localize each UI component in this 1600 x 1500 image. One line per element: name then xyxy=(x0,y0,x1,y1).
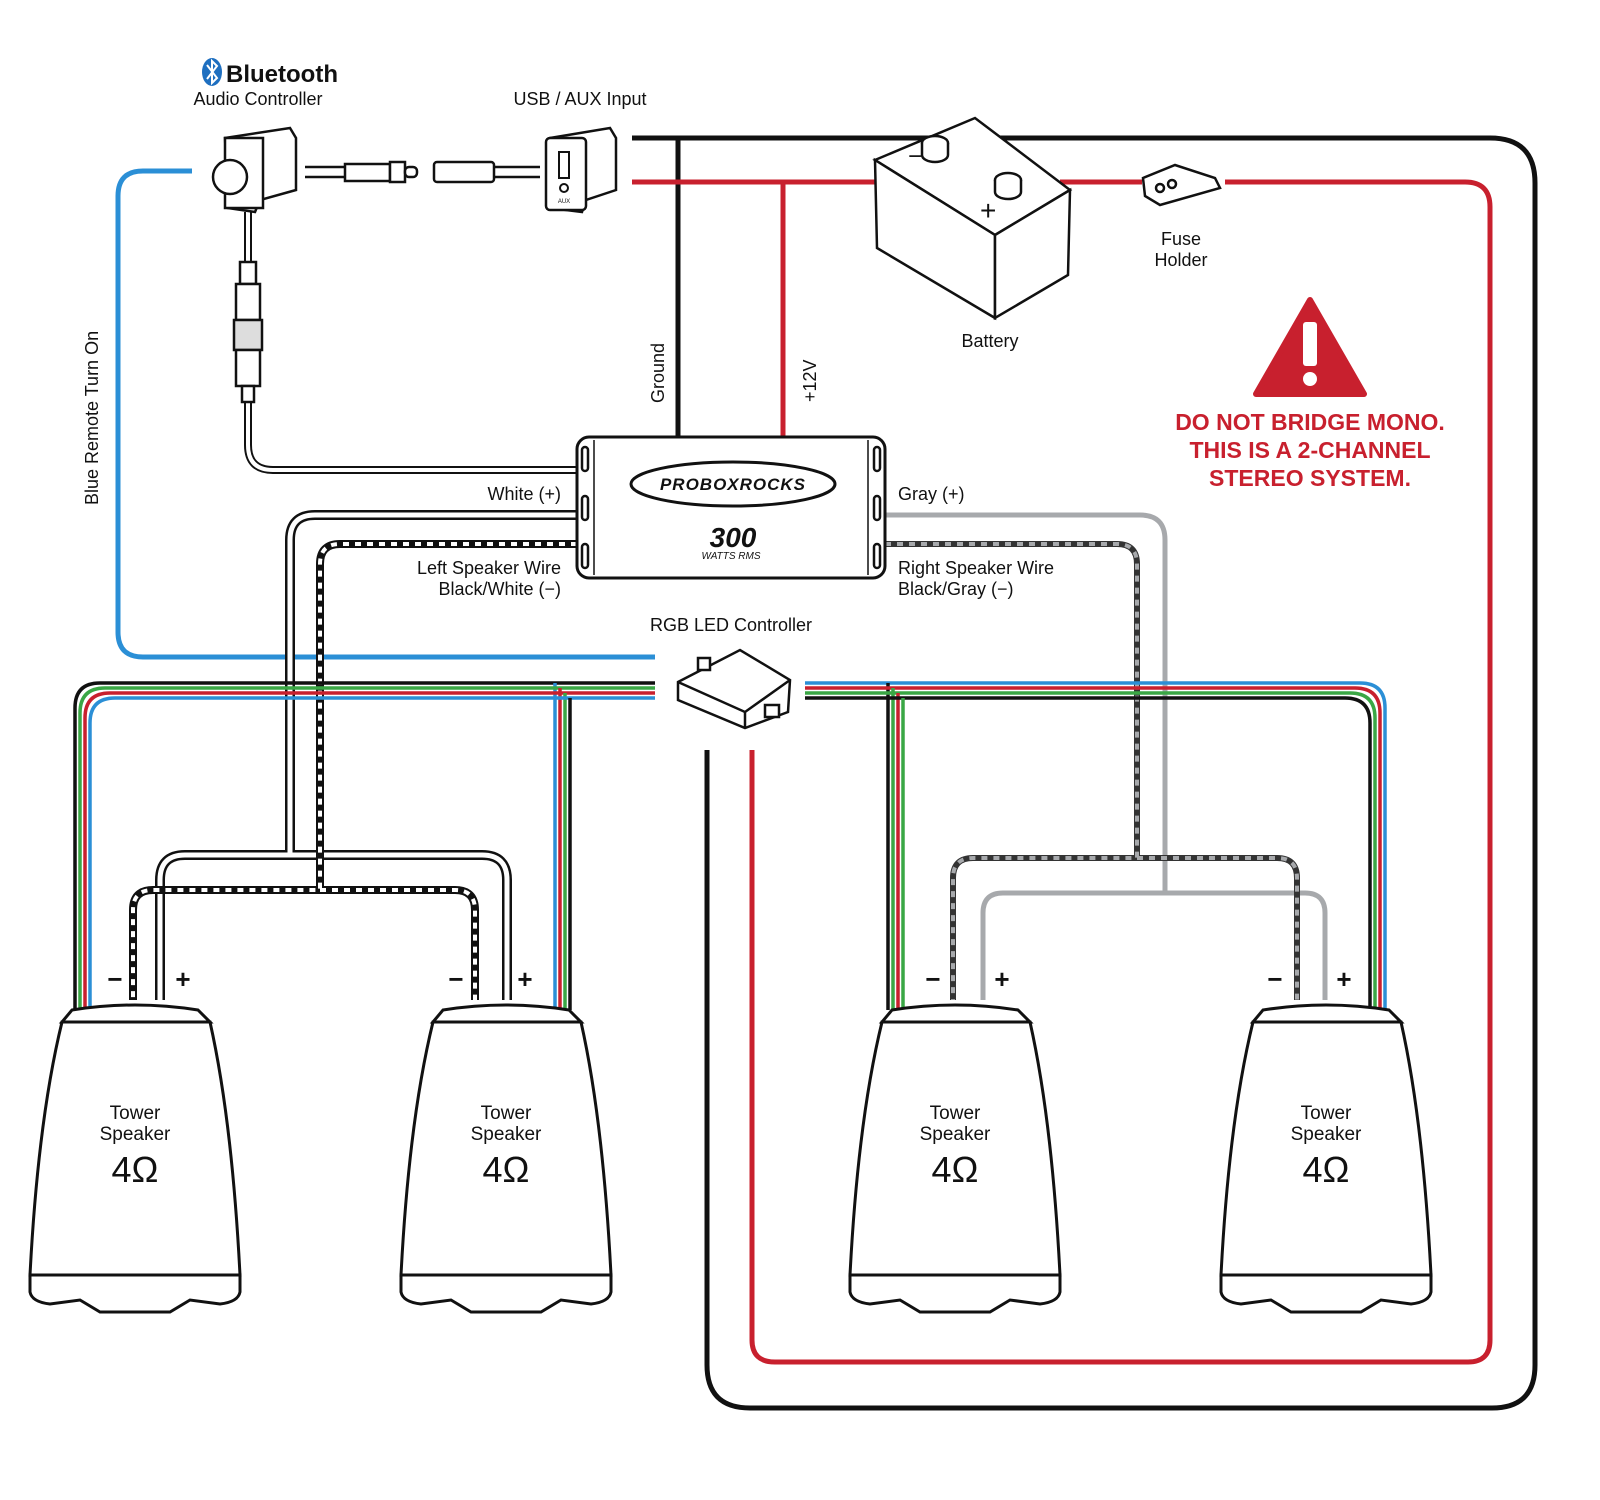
inline-connector xyxy=(232,260,264,404)
gray-plus-label: Gray (+) xyxy=(898,484,965,504)
battery-label: Battery xyxy=(961,331,1018,351)
right-negative-wire xyxy=(885,541,1300,1000)
speaker-impedance: 4Ω xyxy=(112,1149,159,1190)
blue-remote-wire xyxy=(115,168,655,660)
battery-positive-icon: + xyxy=(980,195,996,226)
negative-terminal-label: − xyxy=(925,964,940,994)
warning-icon xyxy=(1253,297,1367,397)
amplifier-power: 300 xyxy=(710,522,757,553)
rgb-wire xyxy=(805,681,1387,1010)
speaker-impedance: 4Ω xyxy=(1303,1149,1350,1190)
warning-text-2: THIS IS A 2-CHANNEL xyxy=(1189,437,1430,463)
bluetooth-logo: Bluetooth xyxy=(202,58,338,88)
left-wire-label-1: Left Speaker Wire xyxy=(417,558,561,578)
speaker-label-1: Tower xyxy=(481,1103,532,1124)
audio-controller-label: Audio Controller xyxy=(193,89,322,109)
speaker-label-1: Tower xyxy=(110,1103,161,1124)
amplifier: PROBOXROCKS 300 WATTS RMS xyxy=(575,435,887,580)
warning-text-3: STEREO SYSTEM. xyxy=(1209,465,1411,491)
rgb-wire xyxy=(83,691,655,1010)
amplifier-logo xyxy=(629,460,837,508)
positive-terminal-label: + xyxy=(517,964,532,994)
rgb-wire xyxy=(805,691,1377,1010)
speaker-label-2: Speaker xyxy=(471,1124,542,1145)
rgb-wire xyxy=(88,696,655,1010)
speaker-label-1: Tower xyxy=(930,1103,981,1124)
rgb-led-controller xyxy=(676,648,792,730)
fuse-holder-label-1: Fuse xyxy=(1161,229,1201,249)
usb-port-icon xyxy=(558,151,570,179)
speaker-label-2: Speaker xyxy=(100,1124,171,1145)
rgb-wire xyxy=(805,686,1382,1010)
amplifier-brand: PROBOXROCKS xyxy=(660,475,806,494)
right-wire-label-2: Black/Gray (−) xyxy=(898,579,1014,599)
speaker-2: − + Tower Speaker 4Ω xyxy=(399,964,613,1314)
amplifier-power-unit: WATTS RMS xyxy=(701,551,760,562)
left-wire-label-2: Black/White (−) xyxy=(438,579,561,599)
negative-terminal-label: − xyxy=(448,964,463,994)
bluetooth-audio-controller xyxy=(211,126,298,214)
speaker-impedance: 4Ω xyxy=(932,1149,979,1190)
positive-terminal-label: + xyxy=(1336,964,1351,994)
ground-label: Ground xyxy=(648,343,668,403)
rgb-controller-label: RGB LED Controller xyxy=(650,615,812,635)
usb-aux-input: AUX xyxy=(544,126,618,214)
negative-terminal-label: − xyxy=(107,964,122,994)
fuse-holder-label-2: Holder xyxy=(1154,250,1207,270)
warning-text-1: DO NOT BRIDGE MONO. xyxy=(1175,409,1445,435)
rgb-wire xyxy=(805,696,1372,1010)
speaker-label-1: Tower xyxy=(1301,1103,1352,1124)
right-positive-wire xyxy=(885,512,1328,1000)
controller-cable xyxy=(244,400,577,474)
aux-port-label: AUX xyxy=(558,199,570,205)
speaker-impedance: 4Ω xyxy=(483,1149,530,1190)
right-wire-label-1: Right Speaker Wire xyxy=(898,558,1054,578)
negative-terminal-label: − xyxy=(1267,964,1282,994)
aux-jack-icon xyxy=(559,183,569,193)
battery xyxy=(872,116,1073,321)
positive-terminal-label: + xyxy=(994,964,1009,994)
bluetooth-wordmark: Bluetooth xyxy=(226,61,338,88)
left-positive-wire xyxy=(155,510,577,1000)
rca-cable xyxy=(305,160,540,184)
speaker-label-2: Speaker xyxy=(920,1124,991,1145)
plus12v-label: +12V xyxy=(800,359,820,402)
speaker-4: − + Tower Speaker 4Ω xyxy=(1219,964,1433,1314)
white-plus-label: White (+) xyxy=(487,484,561,504)
volume-knob-icon xyxy=(211,158,249,196)
speaker-label-2: Speaker xyxy=(1291,1124,1362,1145)
rgb-led-wires xyxy=(73,681,1387,1010)
speaker-3: − + Tower Speaker 4Ω xyxy=(848,964,1062,1314)
usb-aux-label: USB / AUX Input xyxy=(513,89,646,109)
rgb-wire xyxy=(78,686,655,1010)
positive-terminal-label: + xyxy=(175,964,190,994)
fuse-holder xyxy=(1141,163,1222,207)
rgb-wire xyxy=(73,681,655,1010)
power-wire-red xyxy=(632,179,1493,1365)
battery-negative-icon: − xyxy=(908,143,922,170)
left-negative-wire xyxy=(129,540,577,1000)
ground-wire-loop xyxy=(632,135,1538,1411)
blue-remote-label: Blue Remote Turn On xyxy=(82,331,102,505)
speaker-1: − + Tower Speaker 4Ω xyxy=(28,964,242,1314)
